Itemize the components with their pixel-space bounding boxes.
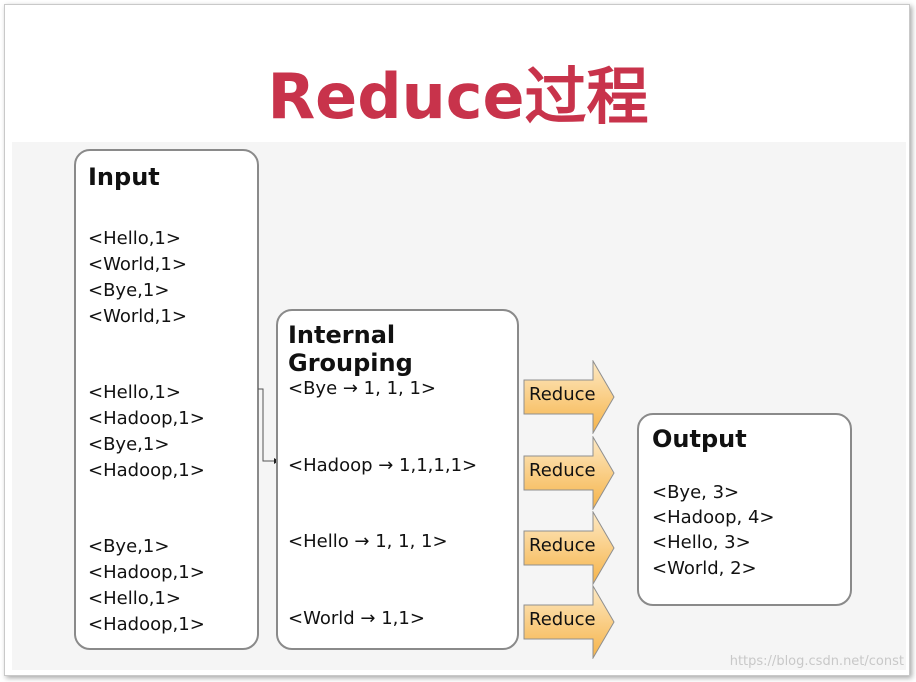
reduce-arrow: Reduce [523,436,615,510]
reduce-arrow-shape [523,511,615,585]
reduce-arrow: Reduce [523,511,615,585]
input-line: <Hello,1> [88,588,181,609]
input-line: <Hadoop,1> [88,408,205,429]
output-item: <Hello, 3> [652,532,751,553]
reduce-arrow: Reduce [523,585,615,659]
input-line: <Bye,1> [88,280,170,301]
input-line: <Hadoop,1> [88,562,205,583]
grouping-item: <Hadoop → 1,1,1,1> [288,455,478,476]
reduce-label: Reduce [529,609,596,630]
output-box: Output <Bye, 3> <Hadoop, 4> <Hello, 3> <… [637,413,852,606]
internal-grouping-box: Internal Grouping <Bye → 1, 1, 1> <Hadoo… [276,309,519,650]
reduce-label: Reduce [529,535,596,556]
reduce-arrow-shape [523,436,615,510]
output-item: <Bye, 3> [652,482,740,503]
input-line: <Hello,1> [88,382,181,403]
reduce-arrow-shape [523,360,615,434]
grouping-item: <Bye → 1, 1, 1> [288,378,437,399]
watermark: https://blog.csdn.net/const [729,654,904,669]
reduce-arrow-shape [523,585,615,659]
output-item: <Hadoop, 4> [652,507,775,528]
grouping-item: <Hello → 1, 1, 1> [288,531,448,552]
input-line: <World,1> [88,254,187,275]
input-line: <Hadoop,1> [88,614,205,635]
input-line: <Bye,1> [88,434,170,455]
output-item: <World, 2> [652,558,757,579]
reduce-label: Reduce [529,384,596,405]
input-line: <World,1> [88,306,187,327]
reduce-label: Reduce [529,460,596,481]
grouping-heading: Internal Grouping [288,321,413,377]
output-heading: Output [652,425,747,453]
input-box: Input <Hello,1> <World,1> <Bye,1> <World… [74,149,259,650]
reduce-arrow: Reduce [523,360,615,434]
input-line: <Hadoop,1> [88,460,205,481]
input-heading: Input [88,163,160,191]
slide-title: Reduce过程 [267,60,649,133]
input-line: <Hello,1> [88,228,181,249]
grouping-item: <World → 1,1> [288,608,425,629]
input-line: <Bye,1> [88,536,170,557]
